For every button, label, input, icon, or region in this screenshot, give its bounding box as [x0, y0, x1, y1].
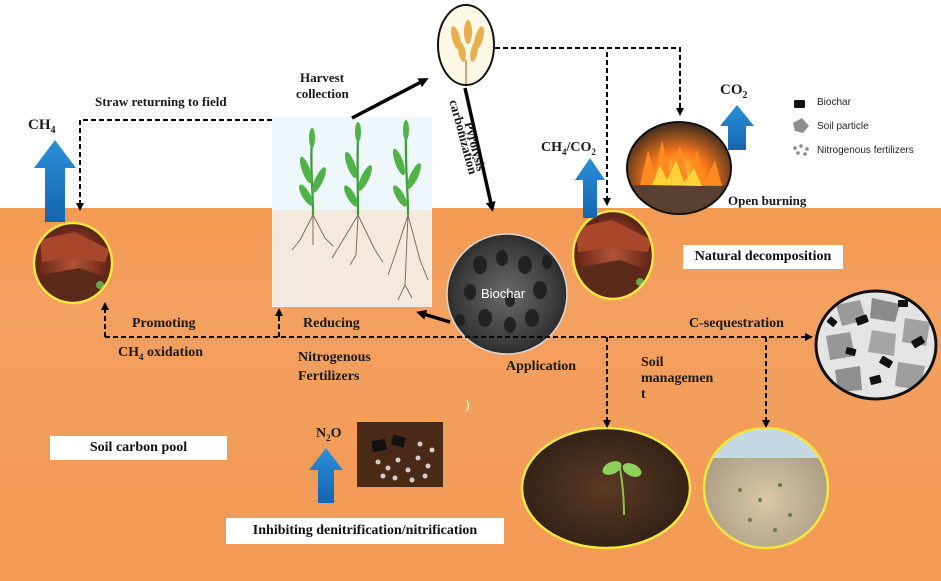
plant-panel: [272, 117, 432, 307]
flux-arrows: [34, 105, 754, 503]
legend-soil-particle-label: Soil particle: [817, 121, 869, 132]
soil-management-field-image: [702, 426, 830, 550]
soil-management-label-line3: t: [641, 387, 646, 402]
ch4-co2-label: CH4/CO2: [541, 140, 596, 157]
ch4-oxidation-label: CH4 oxidation: [118, 345, 204, 362]
straw-returning-arrow: [76, 119, 272, 211]
straw-returning-label: Straw returning to field: [95, 94, 227, 109]
open-burning-image: [626, 121, 732, 215]
biochar-image: [446, 233, 568, 355]
legend-biochar-label: Biochar: [817, 97, 851, 108]
co2-up-arrow: [720, 105, 754, 150]
fertilizer-image: [357, 422, 443, 487]
soil-management-label-line2: managemen: [641, 371, 714, 386]
c-sequestration-label: C-sequestration: [689, 316, 784, 331]
soil-management-seedling-image: [520, 426, 692, 550]
biochar-center-label: Biochar: [481, 286, 526, 301]
pyrolysis-arrow: [463, 87, 496, 212]
n2o-up-arrow: [309, 448, 343, 503]
soil-rock-image-right: [571, 209, 655, 301]
harvest-label-line1: Harvest: [300, 70, 345, 85]
soil-carbon-pool-label: Soil carbon pool: [50, 436, 227, 460]
open-burning-label: Open burning: [728, 193, 807, 208]
soil-rock-image-left: [32, 221, 114, 305]
wheat-image: [437, 4, 495, 86]
inhibiting-label: Inhibiting denitrification/nitrification: [226, 518, 504, 544]
wheat-to-burning-arrow: [495, 47, 684, 116]
natural-decomposition-label: Natural decomposition: [683, 245, 843, 269]
soil-management-label-line1: Soil: [641, 355, 664, 370]
legend-fertilizer-label: Nitrogenous fertilizers: [817, 145, 914, 156]
co2-label: CO2: [720, 82, 748, 101]
legend-soil-particle-swatch: [793, 118, 809, 133]
harvest-arrow: [351, 78, 429, 120]
application-arrow: [416, 309, 451, 324]
nitrogenous-label-line1: Nitrogenous: [298, 350, 371, 365]
harvest-label-line2: collection: [296, 86, 349, 101]
legend-symbols: [793, 100, 809, 156]
ch4-co2-up-arrow: [575, 158, 605, 218]
legend-fertilizer-swatch: [793, 144, 809, 156]
ch4-label: CH4: [28, 117, 56, 136]
promoting-label: Promoting: [132, 316, 196, 331]
application-label: Application: [506, 359, 577, 374]
n2o-label: N2O: [316, 426, 342, 443]
reducing-label: Reducing: [303, 316, 360, 331]
legend-biochar-swatch: [794, 100, 805, 108]
nitrogenous-label-line2: Fertilizers: [298, 369, 360, 384]
ch4-up-arrow: [34, 140, 76, 222]
c-sequestration-image: [814, 289, 938, 401]
stray-paren: ): [465, 398, 470, 413]
